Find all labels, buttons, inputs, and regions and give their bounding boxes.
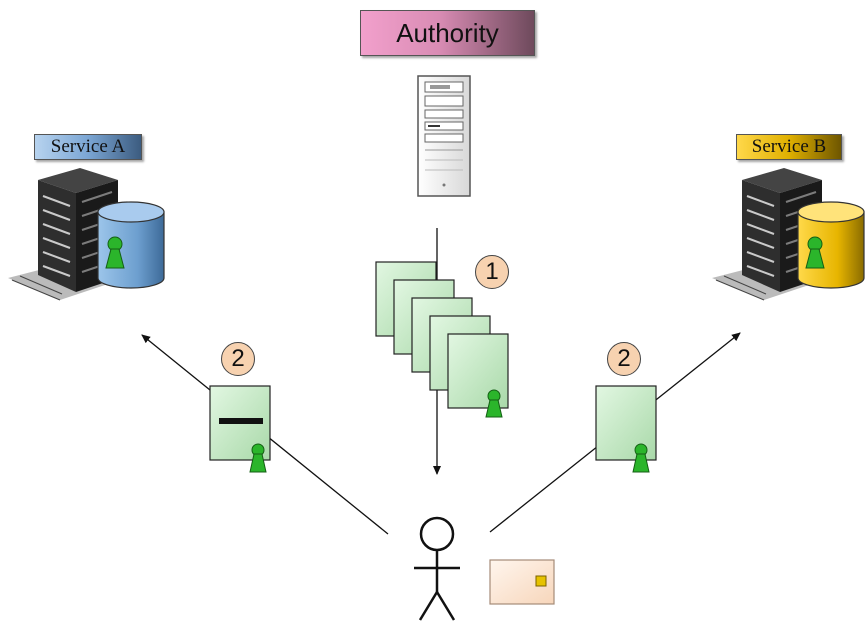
key-icon-cert-b bbox=[632, 443, 650, 473]
database-icon-service-a bbox=[97, 201, 165, 289]
key-icon-service-b bbox=[805, 236, 825, 269]
redaction-bar bbox=[219, 418, 263, 424]
step-badge-present-a: 2 bbox=[221, 342, 255, 376]
key-icon-stack bbox=[485, 389, 503, 418]
step-badge-issue: 1 bbox=[475, 255, 509, 289]
database-icon-service-b bbox=[797, 201, 865, 289]
server-icon bbox=[417, 75, 471, 197]
smart-card-icon bbox=[489, 559, 555, 605]
certificate-to-service-a bbox=[209, 385, 271, 473]
certificate-stack bbox=[375, 261, 509, 418]
authority-label: Authority bbox=[360, 10, 535, 56]
service-a-label-text: Service A bbox=[50, 136, 126, 157]
building-icon-service-a bbox=[8, 168, 120, 301]
step-badge-present-b: 2 bbox=[607, 342, 641, 376]
authority-label-text: Authority bbox=[396, 17, 499, 48]
key-icon-service-a bbox=[105, 236, 125, 269]
step-number: 2 bbox=[617, 345, 631, 372]
certificate-to-service-b bbox=[595, 385, 657, 473]
step-number: 1 bbox=[485, 258, 499, 285]
service-b-label-text: Service B bbox=[751, 136, 827, 157]
service-a-label: Service A bbox=[34, 134, 142, 160]
user-figure-icon bbox=[414, 516, 460, 621]
key-icon-cert-a bbox=[249, 443, 267, 473]
step-number: 2 bbox=[231, 345, 245, 372]
service-b-label: Service B bbox=[736, 134, 842, 160]
